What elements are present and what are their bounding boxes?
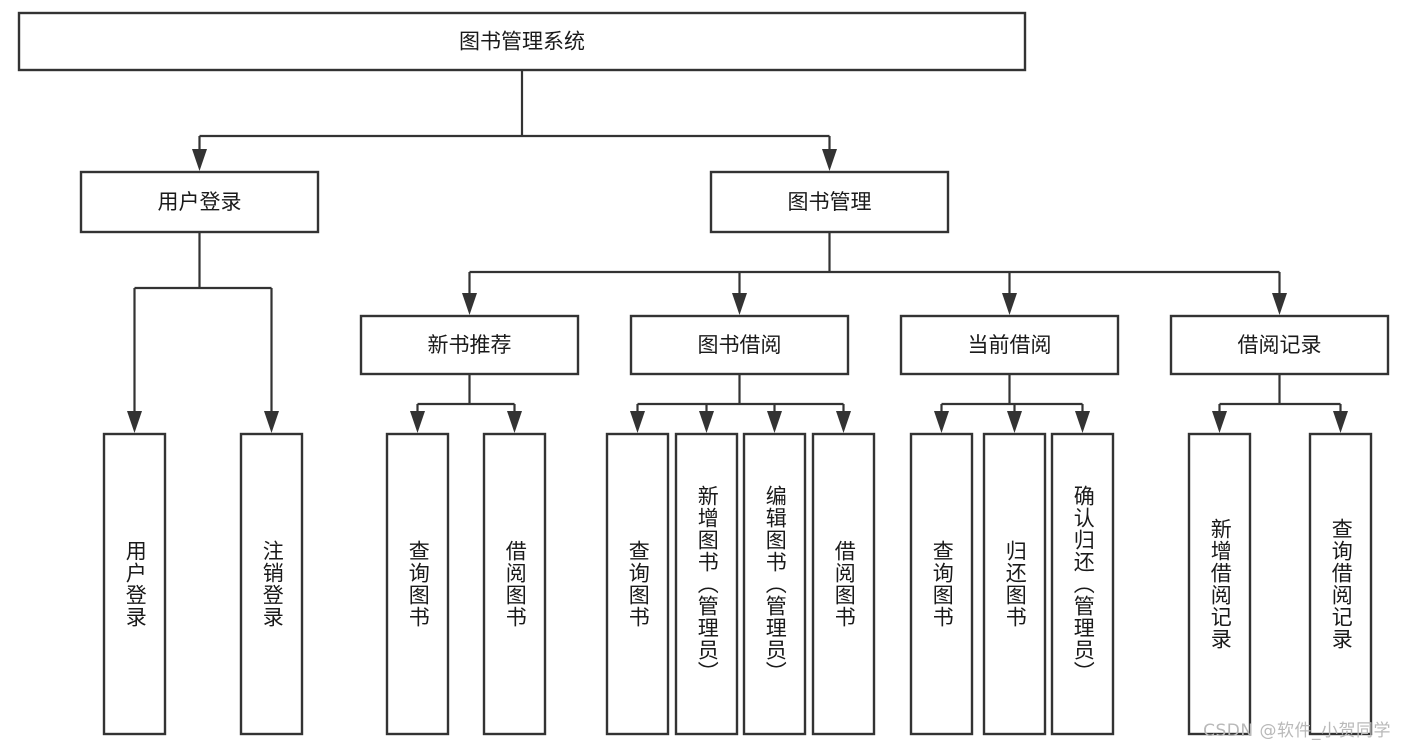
node-box-n-new-book-rec[interactable] — [359, 314, 580, 376]
node-box-n-borrow-record[interactable] — [1169, 314, 1390, 376]
node-label-n-book-borrow: 图书借阅 — [698, 333, 782, 357]
edge-group-root — [192, 70, 837, 171]
edge-group-n-user-login — [127, 232, 279, 433]
node-box-l-query-book-cur[interactable] — [909, 432, 974, 736]
node-root[interactable]: 图书管理系统 — [17, 11, 1027, 72]
node-label-n-current-borrow: 当前借阅 — [968, 333, 1052, 357]
node-label-n-user-login: 用户登录 — [158, 190, 242, 214]
node-n-user-login[interactable]: 用户登录 — [79, 170, 320, 234]
node-box-l-borrow-book[interactable] — [811, 432, 876, 736]
edge-group-n-current-borrow — [934, 374, 1090, 433]
node-n-new-book-rec[interactable]: 新书推荐 — [359, 314, 580, 376]
node-l-return-book[interactable] — [982, 432, 1047, 736]
node-l-add-borrow-rec[interactable] — [1187, 432, 1252, 736]
node-n-book-admin[interactable]: 图书管理 — [709, 170, 950, 234]
node-box-n-user-login[interactable] — [79, 170, 320, 234]
node-label-root: 图书管理系统 — [459, 30, 585, 54]
node-l-query-book-borrow[interactable] — [605, 432, 670, 736]
edge-group-n-book-borrow — [630, 374, 851, 433]
node-box-l-add-borrow-rec[interactable] — [1187, 432, 1252, 736]
node-box-n-current-borrow[interactable] — [899, 314, 1120, 376]
edge-group-n-borrow-record — [1212, 374, 1348, 433]
node-l-user-logout[interactable] — [239, 432, 304, 736]
node-box-l-return-book[interactable] — [982, 432, 1047, 736]
node-n-current-borrow[interactable]: 当前借阅 — [899, 314, 1120, 376]
node-l-edit-book[interactable] — [742, 432, 807, 736]
node-l-query-borrow-rec[interactable] — [1308, 432, 1373, 736]
node-box-root[interactable] — [17, 11, 1027, 72]
node-box-l-user-logout[interactable] — [239, 432, 304, 736]
node-l-borrow-book[interactable] — [811, 432, 876, 736]
node-n-book-borrow[interactable]: 图书借阅 — [629, 314, 850, 376]
node-label-n-new-book-rec: 新书推荐 — [428, 333, 512, 357]
node-l-borrow-book-rec[interactable] — [482, 432, 547, 736]
node-box-l-add-book[interactable] — [674, 432, 739, 736]
edge-group-n-new-book-rec — [410, 374, 522, 433]
node-n-borrow-record[interactable]: 借阅记录 — [1169, 314, 1390, 376]
node-box-l-borrow-book-rec[interactable] — [482, 432, 547, 736]
node-l-confirm-return[interactable] — [1050, 432, 1115, 736]
node-l-query-book-cur[interactable] — [909, 432, 974, 736]
node-box-l-query-book-borrow[interactable] — [605, 432, 670, 736]
edge-layer — [127, 70, 1348, 433]
node-box-n-book-admin[interactable] — [709, 170, 950, 234]
node-box-n-book-borrow[interactable] — [629, 314, 850, 376]
node-box-l-confirm-return[interactable] — [1050, 432, 1115, 736]
node-box-l-edit-book[interactable] — [742, 432, 807, 736]
node-box-l-query-borrow-rec[interactable] — [1308, 432, 1373, 736]
node-box-l-query-book-rec[interactable] — [385, 432, 450, 736]
edge-group-n-book-admin — [462, 232, 1287, 315]
node-box-l-user-login[interactable] — [102, 432, 167, 736]
node-label-n-borrow-record: 借阅记录 — [1238, 333, 1322, 357]
node-l-add-book[interactable] — [674, 432, 739, 736]
node-l-query-book-rec[interactable] — [385, 432, 450, 736]
node-l-user-login[interactable] — [102, 432, 167, 736]
node-label-n-book-admin: 图书管理 — [788, 190, 872, 214]
